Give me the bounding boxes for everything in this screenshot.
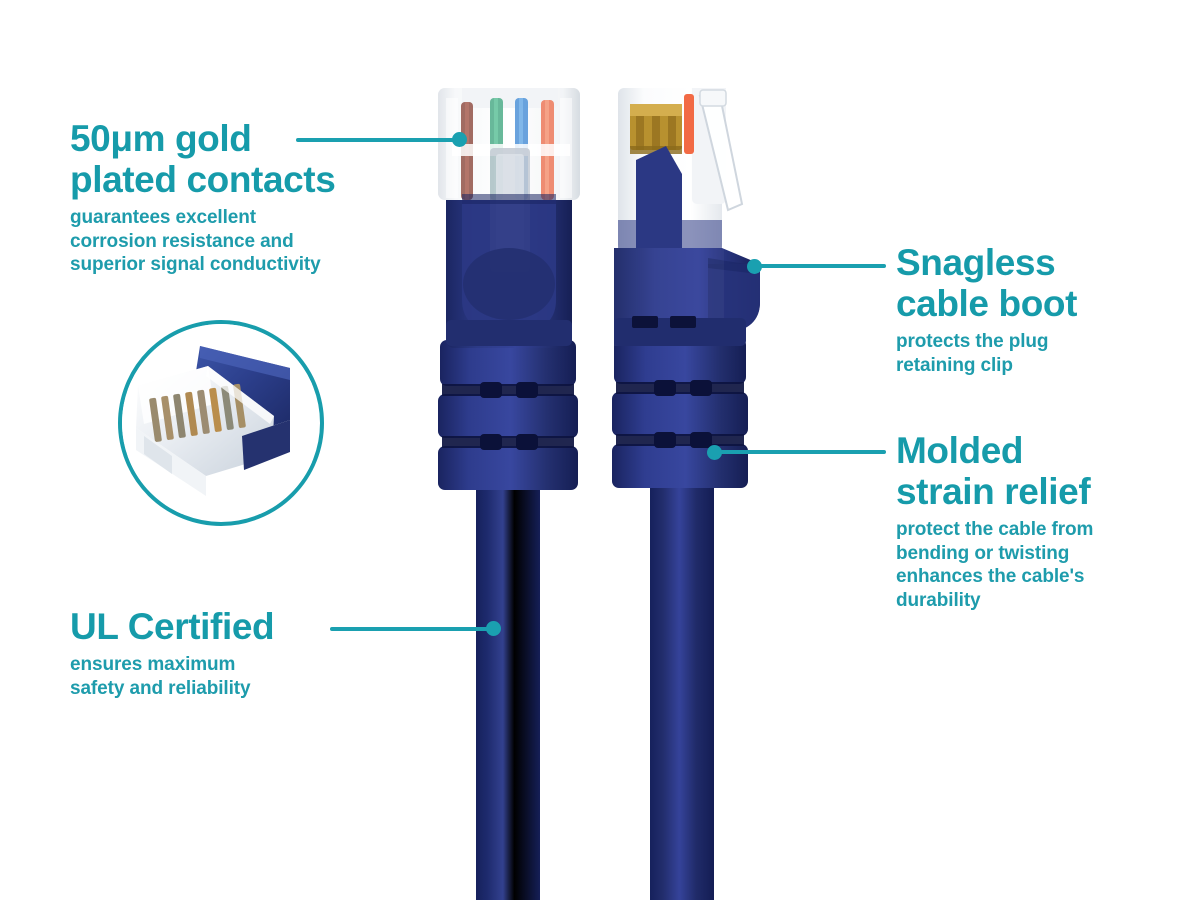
callout-snagless-boot-subtitle: protects the plug retaining clip xyxy=(896,331,1049,376)
leader-dot-ul-certified xyxy=(486,621,501,636)
rj45-plug-closeup-inset xyxy=(118,320,324,526)
callout-strain-relief-title: Molded strain relief xyxy=(896,430,1091,512)
callout-snagless-boot: Snagless cable boot protects the plug re… xyxy=(896,242,1186,377)
leader-line-gold-contacts xyxy=(296,138,460,142)
callout-gold-contacts-subtitle: guarantees excellent corrosion resistanc… xyxy=(70,207,321,275)
callout-ul-certified-title: UL Certified xyxy=(70,606,275,647)
callout-snagless-boot-title: Snagless cable boot xyxy=(896,242,1078,324)
leader-dot-gold-contacts xyxy=(452,132,467,147)
callout-ul-certified-subtitle: ensures maximum safety and reliability xyxy=(70,654,251,699)
leader-dot-snagless-boot xyxy=(747,259,762,274)
leader-line-ul-certified xyxy=(330,627,494,631)
callout-strain-relief: Molded strain relief protect the cable f… xyxy=(896,430,1186,612)
leader-line-strain-relief xyxy=(720,450,886,454)
callout-ul-certified: UL Certified ensures maximum safety and … xyxy=(70,606,380,700)
leader-dot-strain-relief xyxy=(707,445,722,460)
gold-contacts-art xyxy=(630,104,682,154)
callout-strain-relief-subtitle: protect the cable from bending or twisti… xyxy=(896,519,1094,611)
leader-line-snagless-boot xyxy=(758,264,886,268)
rj45-plug-side-view xyxy=(608,88,774,900)
callout-gold-contacts: 50μm gold plated contacts guarantees exc… xyxy=(70,118,400,277)
callout-gold-contacts-title: 50μm gold plated contacts xyxy=(70,118,336,200)
rj45-plug-front-view xyxy=(432,88,584,900)
